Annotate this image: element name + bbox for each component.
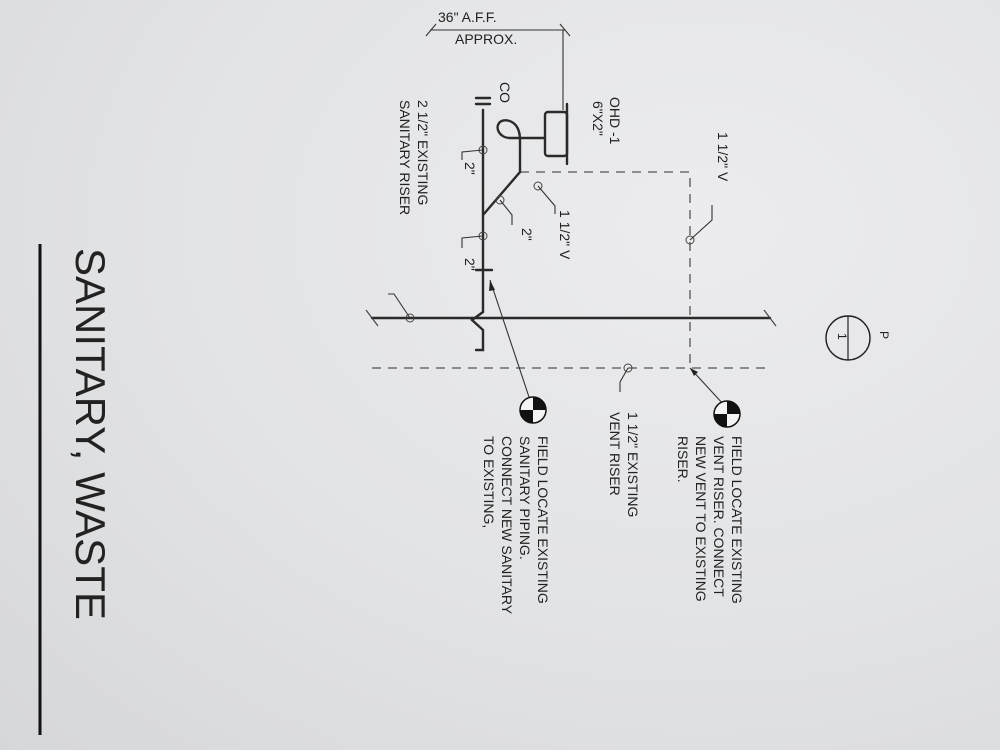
cleanout-label: CO — [497, 82, 513, 103]
break-mark-left — [365, 309, 379, 327]
existing-vent-label-2: VENT RISER — [607, 412, 623, 496]
trap-arm — [481, 119, 547, 217]
size-tag-waste-a — [461, 145, 488, 160]
existing-sanitary-label-1: 2 1/2" EXISTING — [415, 100, 431, 205]
size-tag-waste-c — [461, 231, 488, 248]
sheet-marker — [825, 315, 871, 361]
sanitary-note-bullet — [519, 396, 547, 424]
size-tag-vent-top — [685, 205, 713, 245]
drawing-title: SANITARY, WASTE — [67, 248, 114, 620]
sheet-marker-top: P — [877, 331, 891, 339]
fixture-label-2: 6"X2" — [590, 101, 606, 136]
dimension-text-1: 36" A.F.F. — [438, 9, 497, 25]
sanitary-note-leader — [489, 279, 531, 401]
vent-note-line-4: RISER. — [675, 436, 691, 483]
pipe-size-waste-c: 2" — [462, 258, 478, 271]
existing-vent-label-1: 1 1/2" EXISTING — [625, 412, 641, 517]
dimension-36aff — [425, 23, 571, 110]
pipe-size-waste-b: 2" — [519, 228, 535, 241]
vent-note-leader — [689, 367, 725, 406]
vent-note-line-2: VENT RISER. CONNECT — [711, 436, 727, 597]
size-tag-existing-sanitary — [388, 293, 415, 323]
pipe-size-waste-a: 2" — [462, 162, 478, 175]
sanitary-note-line-3: CONNECT NEW SANITARY — [499, 436, 515, 615]
sanitary-note-line-4: TO EXISTING, — [481, 436, 497, 528]
break-mark-right — [763, 309, 777, 327]
vent-note-line-3: NEW VENT TO EXISTING — [693, 436, 709, 602]
pipe-size-vent-top: 1 1/2" V — [715, 132, 731, 182]
size-tag-vent-branch — [533, 181, 556, 214]
fixture-label-1: OHD -1 — [607, 97, 623, 145]
vent-note-bullet — [713, 400, 741, 428]
fixture-body — [543, 110, 569, 158]
new-vent-line — [520, 171, 691, 368]
dimension-text-2: APPROX. — [455, 31, 517, 47]
size-tag-waste-b — [495, 195, 513, 225]
sanitary-note-line-2: SANITARY PIPING. — [517, 436, 533, 560]
riser-offset — [470, 310, 485, 352]
existing-sanitary-label-2: SANITARY RISER — [397, 100, 413, 215]
sanitary-note-line-1: FIELD LOCATE EXISTING — [535, 436, 551, 604]
vent-note-line-1: FIELD LOCATE EXISTING — [729, 436, 745, 604]
sheet-marker-bottom: 1 — [835, 333, 849, 340]
size-tag-existing-vent — [619, 363, 633, 392]
pipe-size-vent-branch: 1 1/2" V — [557, 210, 573, 260]
